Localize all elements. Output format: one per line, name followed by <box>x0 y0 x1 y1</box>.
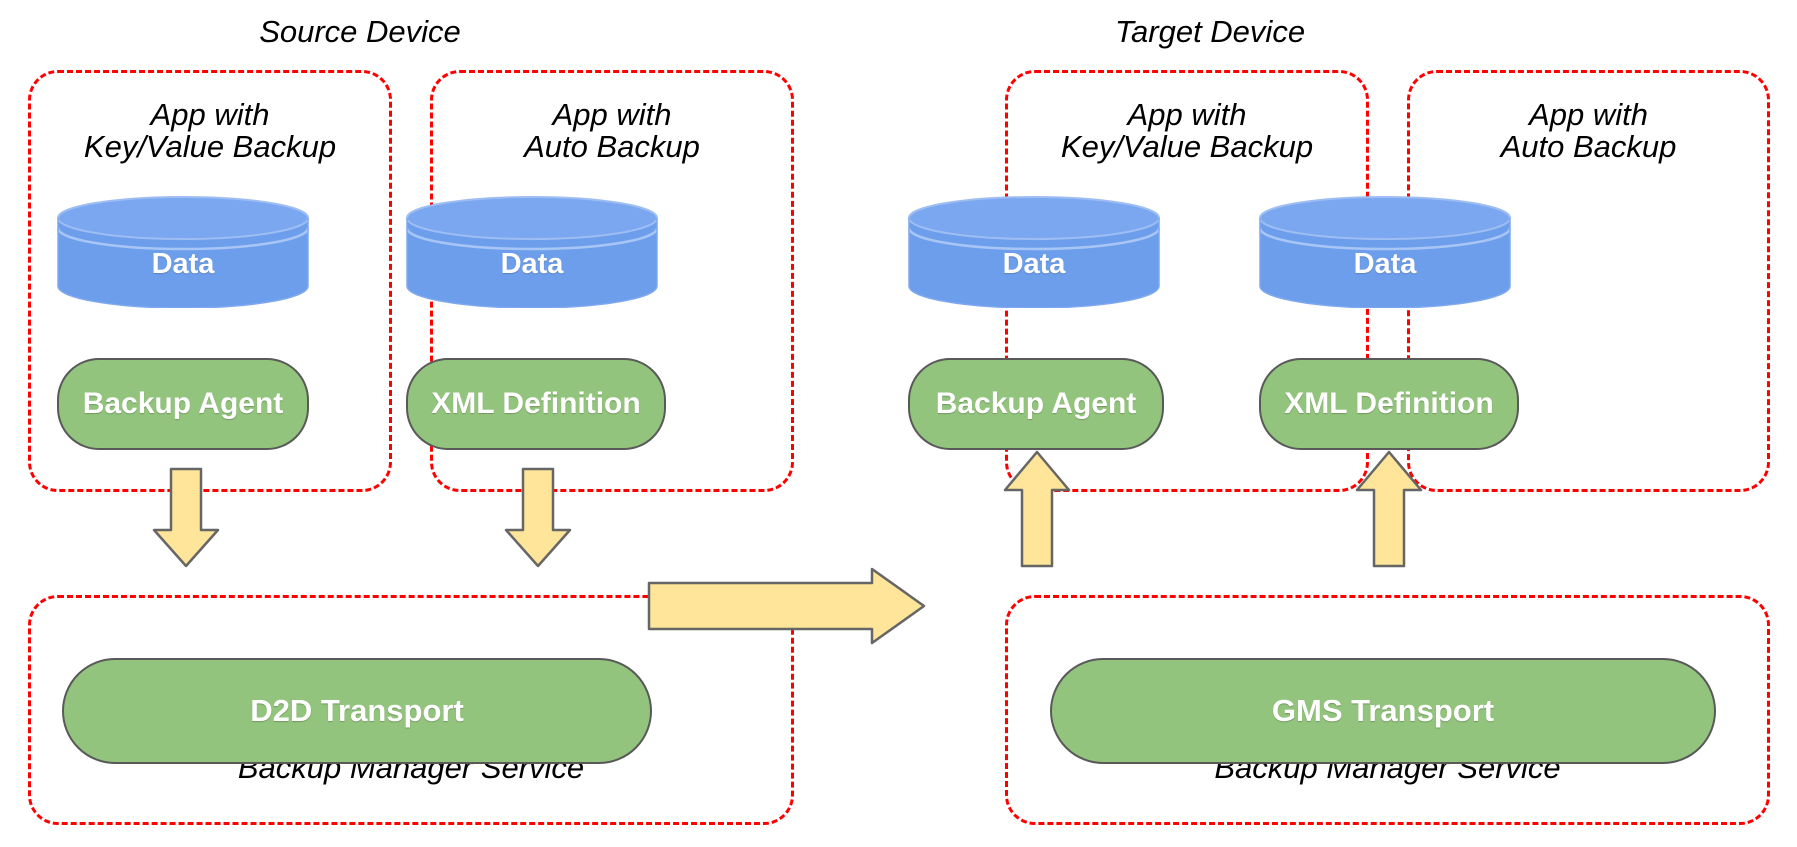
source-app2-caption: App with Auto Backup <box>524 97 700 165</box>
target-app2-component-pill: XML Definition <box>1259 358 1519 450</box>
source-app-box-key-value: App with Key/Value Backup <box>28 70 392 492</box>
gms-transport-label: GMS Transport <box>1271 693 1495 728</box>
source-app1-data-cylinder: Data <box>57 196 309 308</box>
arrow-target-transport-to-app2-up-icon <box>1355 450 1423 568</box>
source-app1-data-label: Data <box>151 248 215 280</box>
target-app2-caption: App with Auto Backup <box>1500 97 1677 165</box>
gms-transport-pill: GMS Transport <box>1050 658 1716 764</box>
target-app1-data-label: Data <box>1002 248 1066 280</box>
arrow-target-transport-to-app1-up-icon <box>1003 450 1071 568</box>
arrow-source-app1-down-icon <box>152 467 220 568</box>
source-app2-data-label: Data <box>500 248 564 280</box>
source-app2-component-label: XML Definition <box>431 387 641 420</box>
arrow-d2d-to-gms-right-icon <box>647 567 926 658</box>
target-app2-component-label: XML Definition <box>1284 387 1494 420</box>
target-app2-data-label: Data <box>1353 248 1417 280</box>
source-app1-component-label: Backup Agent <box>82 387 284 420</box>
source-app2-data-cylinder: Data <box>406 196 658 308</box>
d2d-transport-label: D2D Transport <box>250 693 464 728</box>
target-app2-data-cylinder: Data <box>1259 196 1511 308</box>
source-app2-component-pill: XML Definition <box>406 358 666 450</box>
target-app1-component-pill: Backup Agent <box>908 358 1164 450</box>
source-app1-component-pill: Backup Agent <box>57 358 309 450</box>
target-app1-data-cylinder: Data <box>908 196 1160 308</box>
source-app1-caption: App with Key/Value Backup <box>83 97 337 165</box>
target-app1-caption: App with Key/Value Backup <box>1060 97 1314 165</box>
source-device-title: Source Device <box>259 14 461 49</box>
arrow-source-app2-down-icon <box>504 467 572 568</box>
target-app1-component-label: Backup Agent <box>935 387 1137 420</box>
d2d-transport-pill: D2D Transport <box>62 658 652 764</box>
target-device-title: Target Device <box>1114 14 1306 49</box>
